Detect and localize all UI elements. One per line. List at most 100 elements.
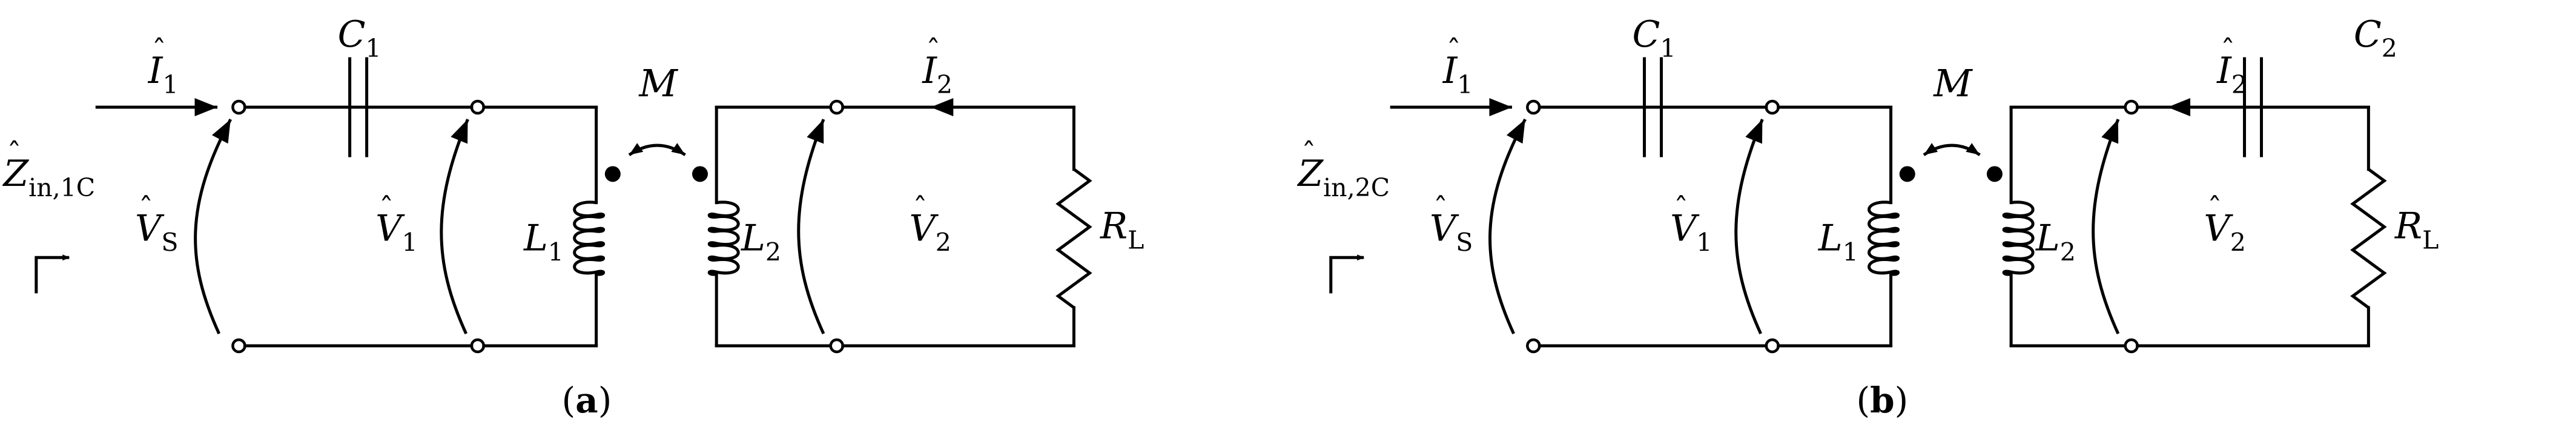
- l1-label-symbol: L: [523, 217, 548, 259]
- input-current-label-subscript: 1: [163, 70, 179, 99]
- caption-open: (: [562, 380, 576, 421]
- v2-arrow: [797, 119, 825, 335]
- input-current-label: I1: [1442, 50, 1473, 99]
- i2-label-subscript: 2: [2231, 70, 2247, 99]
- impedance-bracket: [35, 254, 70, 294]
- v1-arrow: [1734, 119, 1764, 335]
- input-current-label-hat: ˆ: [1447, 34, 1461, 68]
- v2-label-subscript: 2: [2230, 228, 2246, 257]
- v1-label-hat: ˆ: [379, 192, 394, 226]
- v1-label-subscript: 1: [402, 228, 418, 257]
- l1-label-subscript: 1: [548, 237, 564, 266]
- terminal: [231, 99, 246, 115]
- terminal: [829, 99, 845, 115]
- i2-label-symbol: I: [2216, 50, 2232, 92]
- l2-label: L2: [2035, 217, 2076, 266]
- l1-coil: [573, 200, 606, 276]
- terminal: [1526, 338, 1541, 354]
- l2-label-subscript: 2: [765, 237, 781, 266]
- v1-label-symbol: V: [375, 208, 405, 250]
- caption-close: ): [598, 380, 612, 421]
- cap1-label-symbol: C: [1633, 13, 1660, 56]
- cap2-label: C2: [2354, 13, 2397, 63]
- source-voltage-label-hat: ˆ: [1433, 192, 1448, 226]
- impedance-label-hat: ˆ: [7, 137, 21, 171]
- source-voltage-label-subscript: S: [161, 228, 178, 257]
- terminal: [2124, 99, 2139, 115]
- l2-label-subscript: 2: [2060, 237, 2076, 266]
- i2-label: I2: [2216, 50, 2247, 99]
- source-voltage-label: VS: [135, 208, 178, 257]
- v1-label-hat: ˆ: [1674, 192, 1688, 226]
- input-current-label-hat: ˆ: [152, 34, 167, 68]
- source-voltage-label-subscript: S: [1456, 228, 1473, 257]
- l2-label: L2: [741, 217, 781, 266]
- source-voltage-arrow: [1488, 118, 1527, 335]
- load-label: RL: [2394, 205, 2439, 255]
- load-resistor: [1055, 168, 1092, 309]
- source-voltage-label-hat: ˆ: [139, 192, 153, 226]
- i2-label-subscript: 2: [937, 70, 953, 99]
- caption: (b): [1856, 380, 1908, 421]
- v2-label-symbol: V: [2204, 208, 2233, 250]
- mutual-label: M: [638, 61, 678, 105]
- source-voltage-label-symbol: V: [135, 208, 165, 250]
- terminal: [231, 338, 246, 354]
- mutual-arrow: [628, 143, 686, 156]
- impedance-label-subscript: in,2C: [1323, 173, 1390, 202]
- l2-label-symbol: L: [2035, 217, 2060, 259]
- l2-label-symbol: L: [741, 217, 765, 259]
- cap2-label-symbol: C: [2354, 13, 2382, 56]
- input-current-label-symbol: I: [1442, 50, 1458, 92]
- input-current-label: I1: [148, 50, 179, 99]
- dot-l1: [1899, 166, 1915, 182]
- v2-label: V2: [909, 208, 951, 257]
- v1-label: V1: [375, 208, 417, 257]
- terminal: [2124, 338, 2139, 354]
- load-label-symbol: R: [1100, 205, 1128, 248]
- terminal: [470, 99, 486, 115]
- terminal: [1765, 99, 1780, 115]
- impedance-label-symbol: Z: [2, 153, 29, 195]
- i2-label: I2: [922, 50, 953, 99]
- load-label: RL: [1100, 205, 1144, 255]
- impedance-label-symbol: Z: [1296, 153, 1324, 195]
- v2-arrow: [2092, 119, 2120, 335]
- source-voltage-label-symbol: V: [1430, 208, 1459, 250]
- v2-label-symbol: V: [909, 208, 939, 250]
- v1-label-subscript: 1: [1696, 228, 1712, 257]
- cap2-label-subscript: 2: [2382, 34, 2397, 63]
- load-resistor: [2350, 168, 2387, 309]
- cap1-label-subscript: 1: [1660, 34, 1676, 63]
- caption-close: ): [1895, 380, 1909, 421]
- source-voltage-arrow: [194, 118, 233, 335]
- l1-label-subscript: 1: [1843, 237, 1858, 266]
- v1-label-symbol: V: [1670, 208, 1700, 250]
- l2-coil: [2002, 200, 2035, 276]
- impedance-bracket: [1329, 254, 1365, 294]
- impedance-label: Zin,2C: [1296, 153, 1390, 202]
- terminal: [1765, 338, 1780, 354]
- caption-open: (: [1856, 380, 1870, 421]
- i2-label-hat: ˆ: [926, 34, 940, 68]
- v2-label: V2: [2204, 208, 2245, 257]
- impedance-label-subscript: in,1C: [28, 173, 95, 202]
- l1-label: L1: [1818, 217, 1858, 266]
- terminal: [829, 338, 845, 354]
- terminal: [470, 338, 486, 354]
- cap1-label-subscript: 1: [366, 34, 381, 63]
- i2-label-symbol: I: [922, 50, 937, 92]
- load-label-symbol: R: [2394, 205, 2422, 248]
- impedance-label: Zin,1C: [2, 153, 95, 202]
- source-voltage-label: VS: [1430, 208, 1473, 257]
- l1-label-symbol: L: [1818, 217, 1843, 259]
- l1-label: L1: [523, 217, 564, 266]
- mutual-arrow: [1923, 143, 1981, 156]
- v2-label-subscript: 2: [936, 228, 951, 257]
- caption: (a): [562, 380, 612, 421]
- caption-letter: b: [1870, 380, 1895, 421]
- caption-letter: a: [575, 380, 598, 421]
